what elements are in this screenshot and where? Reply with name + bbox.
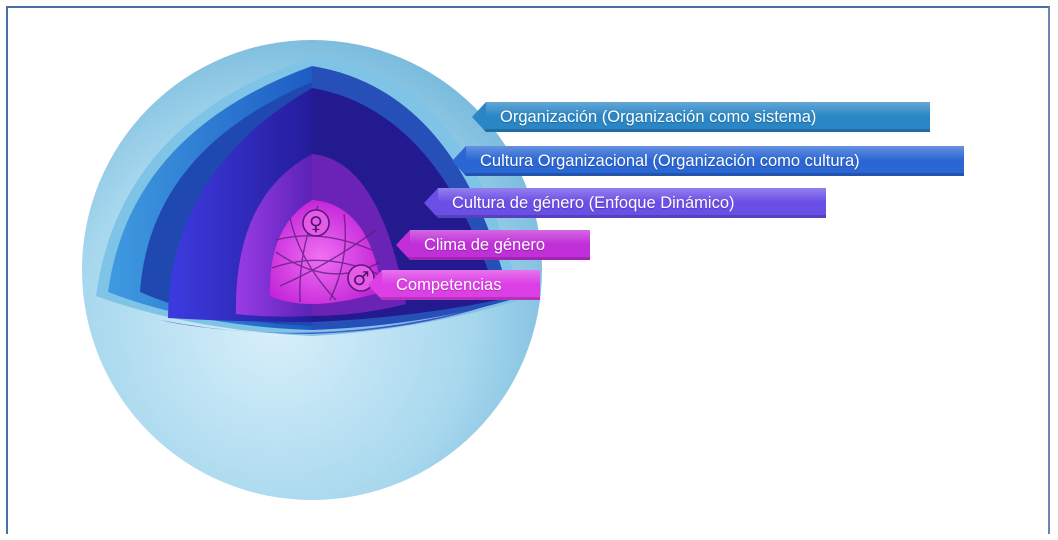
svg-text:♂: ♂ xyxy=(352,268,369,290)
svg-text:♀: ♀ xyxy=(309,213,323,235)
male-symbol-icon: ♂ xyxy=(347,264,375,292)
label-cultura-organizacional: Cultura Organizacional (Organización com… xyxy=(452,146,964,176)
female-symbol-icon: ♀ xyxy=(302,209,330,237)
label-cultura-de-genero: Cultura de género (Enfoque Dinámico) xyxy=(424,188,826,218)
label-competencias: Competencias xyxy=(368,270,540,300)
label-organizacion: Organización (Organización como sistema) xyxy=(472,102,930,132)
label-clima-de-genero: Clima de género xyxy=(396,230,590,260)
